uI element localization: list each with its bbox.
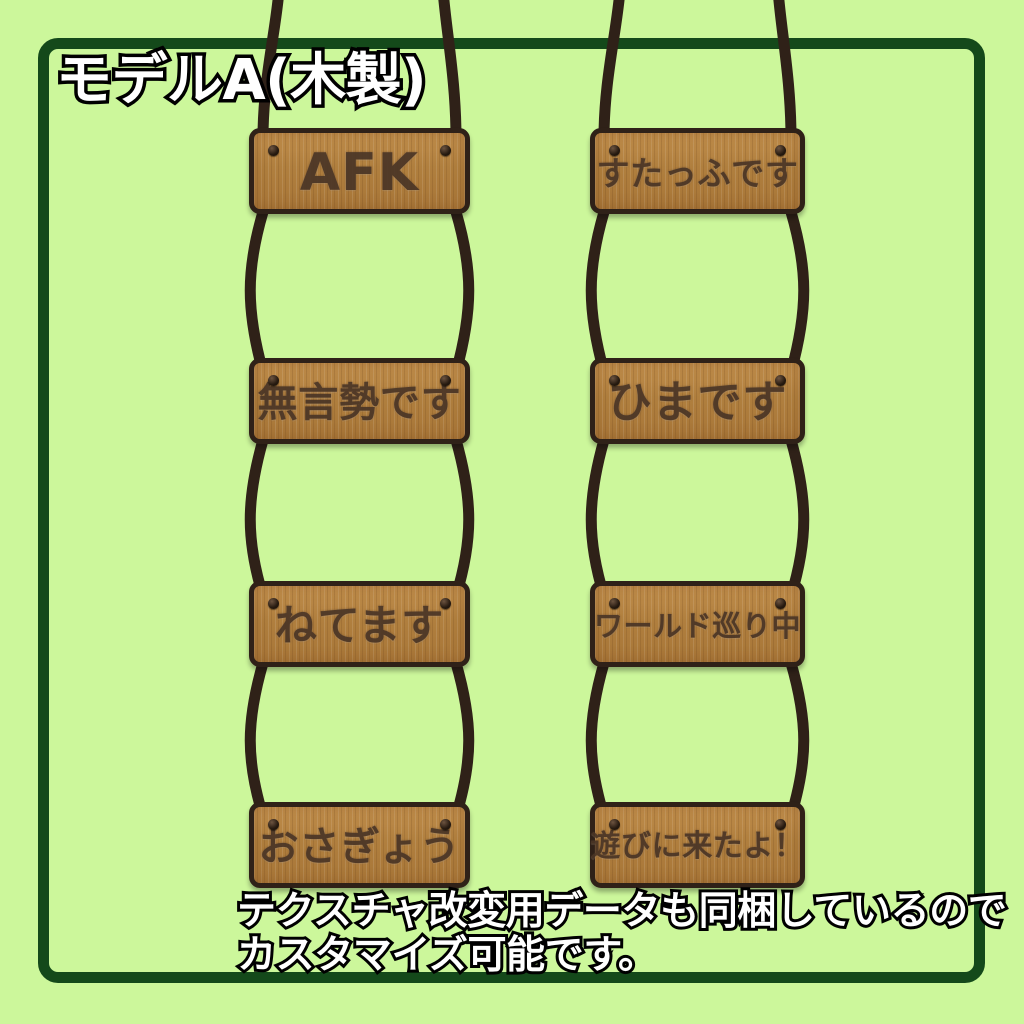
caption-text: テクスチャ改変用データも同梱しているのでカスタマイズ可能です。	[234, 887, 1010, 980]
screw-icon	[775, 375, 786, 386]
sign-plaque[interactable]: ねてます	[249, 581, 470, 667]
sign-label: すたっふです	[596, 153, 799, 193]
decorative-frame-border	[38, 38, 985, 983]
sign-label: ひまです	[607, 377, 788, 428]
sign-label: 遊びに来たよ！	[590, 829, 805, 864]
page-title: モデルA(木製)	[52, 48, 430, 114]
sign-label: ワールド巡り中	[593, 608, 802, 643]
caption-line-1: テクスチャ改変用データも同梱しているので	[234, 887, 1010, 937]
screw-icon	[609, 375, 620, 386]
sign-plaque[interactable]: 無言勢です	[249, 358, 470, 444]
screw-icon	[609, 819, 620, 830]
screw-icon	[440, 819, 451, 830]
screw-icon	[268, 375, 279, 386]
screw-icon	[268, 598, 279, 609]
sign-plaque[interactable]: すたっふです	[590, 128, 805, 214]
screw-icon	[609, 145, 620, 156]
screw-icon	[440, 375, 451, 386]
caption-line-2: カスタマイズ可能です。	[234, 930, 660, 980]
screw-icon	[440, 145, 451, 156]
sign-plaque[interactable]: ひまです	[590, 358, 805, 444]
sign-label: おさぎょう	[258, 824, 461, 870]
screw-icon	[775, 819, 786, 830]
screw-icon	[268, 819, 279, 830]
screw-icon	[440, 598, 451, 609]
sign-label: AFK	[299, 143, 420, 203]
screw-icon	[268, 145, 279, 156]
screw-icon	[775, 145, 786, 156]
sign-plaque[interactable]: ワールド巡り中	[590, 581, 805, 667]
sign-label: 無言勢です	[257, 380, 462, 426]
screw-icon	[775, 598, 786, 609]
sign-label: ねてます	[274, 601, 445, 650]
screw-icon	[609, 598, 620, 609]
sign-plaque[interactable]: AFK	[249, 128, 470, 214]
sign-plaque[interactable]: おさぎょう	[249, 802, 470, 888]
sign-plaque[interactable]: 遊びに来たよ！	[590, 802, 805, 888]
